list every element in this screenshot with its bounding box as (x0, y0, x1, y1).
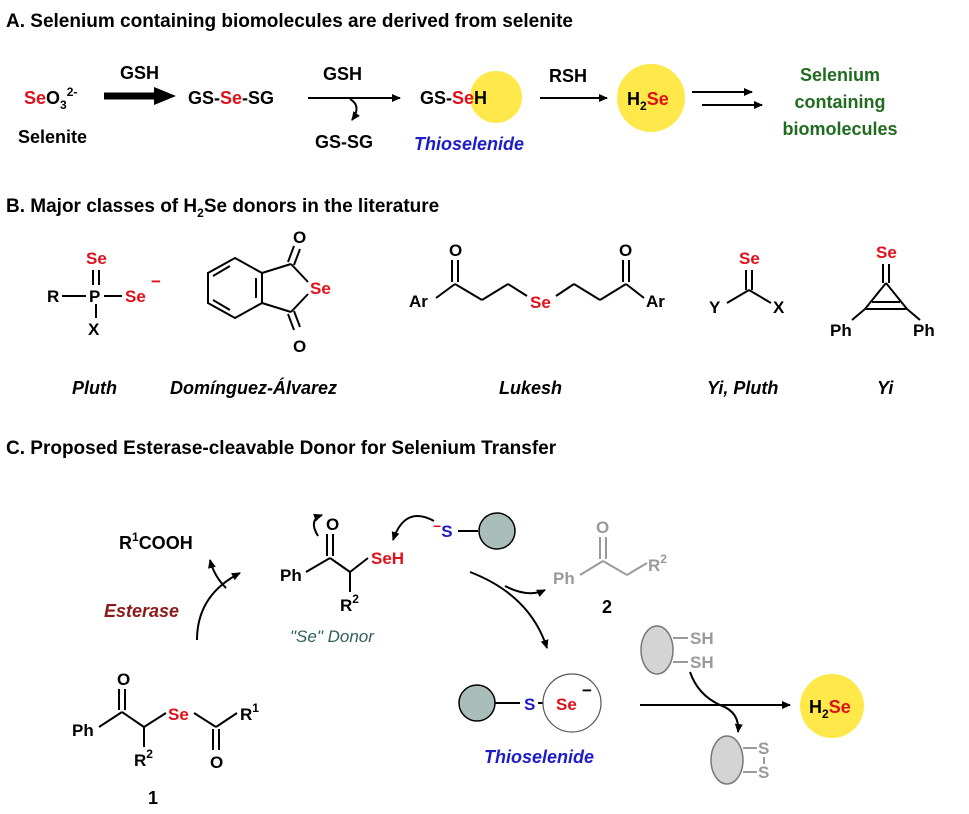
selenite-label: Selenite (18, 127, 87, 147)
thioselenide-label-c: Thioselenide (484, 747, 594, 767)
pluth-structure: Se R P Se − X (47, 249, 161, 339)
se-donor-structure: Ph O SeH R2 (280, 515, 404, 615)
compound-1-label: 1 (148, 788, 158, 808)
product-line-1: Selenium (800, 65, 880, 85)
svg-text:Se: Se (530, 293, 551, 312)
gs-sg-byproduct: GS-SG (315, 132, 373, 152)
svg-text:Ph: Ph (280, 566, 302, 585)
thioselenide-se: Se (556, 695, 577, 714)
protein-sphere-thiolate (478, 512, 516, 550)
thioselenide-s: S (524, 695, 535, 714)
selenite-formula: SeO32- (24, 85, 77, 112)
svg-text:SeH: SeH (371, 549, 404, 568)
nucleophilic-attack-arrow (391, 515, 435, 541)
compound-1-r1: R1 (240, 701, 259, 724)
svg-text:O: O (293, 228, 306, 247)
svg-text:O: O (117, 670, 130, 689)
yi-structure: Se Ph Ph (830, 243, 935, 340)
svg-text:X: X (773, 298, 785, 317)
svg-text:O: O (210, 753, 223, 772)
gs-se-sg: GS-Se-SG (188, 88, 274, 108)
svg-text:Ph: Ph (72, 721, 94, 740)
product-line-3: biomolecules (782, 119, 897, 139)
svg-text:O: O (619, 241, 632, 260)
thiolate-s: −S (433, 518, 453, 541)
compound-2-r2: R2 (648, 552, 667, 575)
svg-text:Ar: Ar (409, 292, 428, 311)
sh-label-1: SH (690, 629, 714, 648)
thioselenide-minus: − (582, 681, 592, 700)
svg-text:O: O (449, 241, 462, 260)
svg-text:X: X (88, 320, 100, 339)
yi-pluth-structure: Se Y X (709, 249, 785, 317)
svg-text:Se: Se (310, 279, 331, 298)
section-b-title: B. Major classes of H2Se donors in the l… (6, 196, 439, 220)
svg-text:Se: Se (86, 249, 107, 268)
disulfide-protein (710, 735, 744, 785)
release-compound-2-arrow (504, 585, 546, 598)
h2se-c: H2Se (809, 697, 851, 721)
bold-arrow-head (154, 87, 176, 105)
thioselenide-label-a: Thioselenide (414, 134, 524, 154)
svg-text:Se: Se (876, 243, 897, 262)
transfer-curved-arrow (469, 571, 549, 649)
r2-label: R2 (340, 592, 359, 615)
dithiol-curved-arrow-in (689, 671, 721, 706)
byproduct-curved-arrow (349, 98, 360, 121)
svg-text:P: P (89, 287, 100, 306)
author-pluth: Pluth (72, 378, 117, 398)
disulfide-curved-arrow-out (719, 704, 743, 733)
svg-text:Ph: Ph (913, 321, 935, 340)
gsh-reagent-1: GSH (120, 63, 159, 83)
product-line-2: containing (795, 92, 886, 112)
highlight-circle-h2se-c (800, 674, 864, 738)
svg-text:Se: Se (739, 249, 760, 268)
esterase-curved-arrow-up (196, 572, 241, 641)
sh-label-2: SH (690, 653, 714, 672)
author-yi: Yi (877, 378, 894, 398)
gs-seh: GS-SeH (420, 88, 487, 108)
section-a-title: A. Selenium containing biomolecules are … (6, 11, 573, 32)
compound-2-label: 2 (602, 597, 612, 617)
compound-2-structure: Ph O R2 (553, 518, 667, 588)
svg-text:O: O (596, 518, 609, 537)
r1cooh: R1COOH (119, 530, 193, 553)
thioselenide-se-circle (542, 673, 602, 733)
disulfide-s-2: S (758, 763, 769, 782)
gsh-reagent-2: GSH (323, 64, 362, 84)
highlight-circle-gsseh (470, 71, 522, 123)
se-donor-label: "Se" Donor (290, 627, 375, 646)
author-dominguez-alvarez: Domínguez-Álvarez (170, 377, 337, 398)
svg-text:Ar: Ar (646, 292, 665, 311)
author-yi-pluth: Yi, Pluth (707, 378, 778, 398)
svg-text:O: O (326, 515, 339, 534)
svg-text:Ph: Ph (830, 321, 852, 340)
rsh-reagent: RSH (549, 66, 587, 86)
compound-1-structure: Ph O Se R1 O R2 (72, 670, 259, 772)
dithiol-protein (640, 625, 674, 675)
svg-text:Se: Se (168, 705, 189, 724)
h2se-a: H2Se (627, 89, 669, 113)
svg-text:O: O (293, 337, 306, 356)
lukesh-structure: Ar O Se O Ar (409, 241, 665, 312)
protein-sphere-thioselenide (458, 684, 496, 722)
compound-1-r2: R2 (134, 747, 153, 770)
esterase-label: Esterase (104, 601, 179, 621)
svg-text:Ph: Ph (553, 569, 575, 588)
author-lukesh: Lukesh (499, 378, 562, 398)
svg-text:Y: Y (709, 298, 721, 317)
svg-text:Se: Se (125, 287, 146, 306)
electron-push-arrow-carbonyl (312, 513, 323, 537)
svg-text:R: R (47, 287, 59, 306)
disulfide-s-1: S (758, 739, 769, 758)
svg-text:−: − (151, 272, 161, 291)
dominguez-alvarez-structure: O Se O (207, 228, 331, 356)
section-c-title: C. Proposed Esterase-cleavable Donor for… (6, 438, 557, 459)
highlight-circle-h2se (617, 64, 685, 132)
esterase-curved-arrow-release (208, 559, 227, 589)
